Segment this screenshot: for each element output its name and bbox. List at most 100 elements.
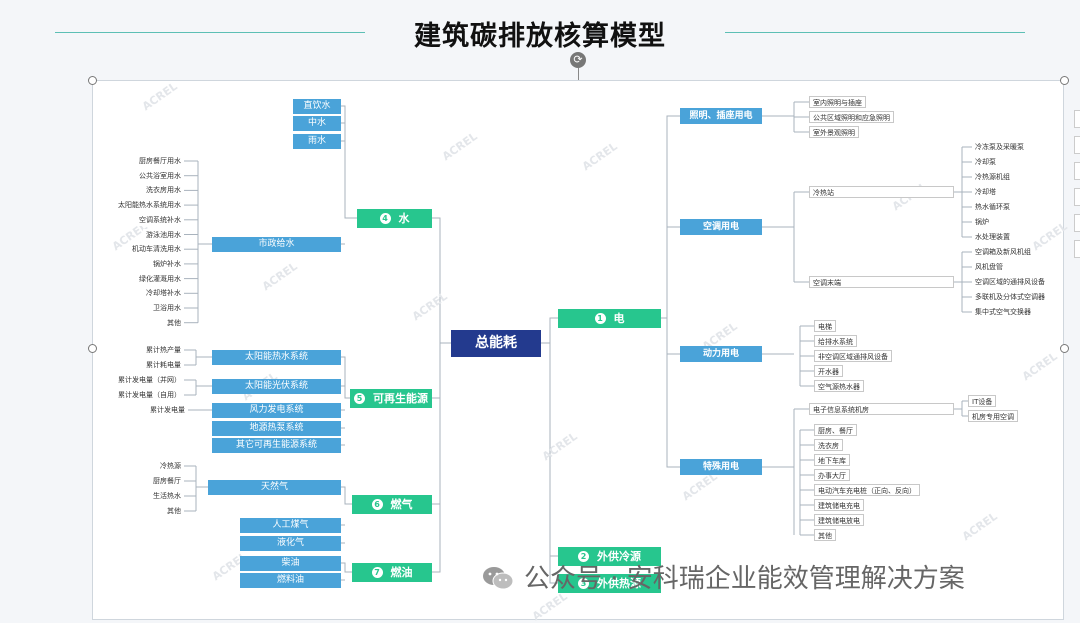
leaf-node[interactable]: 累计发电量（并网） xyxy=(115,374,184,386)
leaf-node[interactable]: 机动车清洗用水 xyxy=(129,243,184,256)
side-tab[interactable] xyxy=(1074,162,1080,180)
leaf-node[interactable]: 卫浴用水 xyxy=(150,302,184,314)
leaf-node[interactable]: 累计发电量 xyxy=(147,404,188,416)
side-tab[interactable] xyxy=(1074,110,1080,128)
leaf-node[interactable]: 公共浴室用水 xyxy=(136,169,184,182)
leaf-node[interactable]: 其他 xyxy=(814,529,836,541)
leaf-node[interactable]: 冷热源 xyxy=(157,460,184,472)
natural-gas-node[interactable]: 天然气 xyxy=(208,480,341,495)
connector xyxy=(341,105,357,219)
leaf-node[interactable]: 给排水系统 xyxy=(814,335,857,347)
leaf-node[interactable]: 多联机及分体式空调器 xyxy=(972,291,1048,303)
branch-gas-label: 燃气 xyxy=(390,498,413,511)
leaf-node[interactable]: 洗衣房用水 xyxy=(143,184,184,197)
leaf-node[interactable]: 空气源热水器 xyxy=(814,380,864,392)
ac-terminal-node[interactable]: 空调末端 xyxy=(809,276,954,288)
leaf-node[interactable]: 锅炉补水 xyxy=(150,257,184,270)
leaf-node[interactable]: 空调系统补水 xyxy=(136,213,184,226)
leaf-node[interactable]: 风机盘管 xyxy=(972,261,1006,273)
leaf-node[interactable]: 厨房餐厅用水 xyxy=(136,155,184,167)
leaf-node[interactable]: 电动汽车充电桩（正向、反向） xyxy=(814,484,920,496)
ground-source-node[interactable]: 地源热泵系统 xyxy=(212,421,341,436)
leaf-node[interactable]: 冷却泵 xyxy=(972,156,999,168)
leaf-node[interactable]: 累计热产量 xyxy=(143,344,184,356)
lighting-node[interactable]: 照明、插座用电 xyxy=(680,108,762,124)
solar-pv-node[interactable]: 太阳能光伏系统 xyxy=(212,379,341,394)
special-node[interactable]: 特殊用电 xyxy=(680,459,762,475)
it-room-node[interactable]: 电子信息系统机房 xyxy=(809,403,954,415)
leaf-node[interactable]: 机房专用空调 xyxy=(968,410,1018,422)
leaf-node[interactable]: 办事大厅 xyxy=(814,469,850,481)
leaf-node[interactable]: IT设备 xyxy=(968,395,997,407)
leaf-node[interactable]: 累计耗电量 xyxy=(143,359,184,371)
side-tab[interactable] xyxy=(1074,136,1080,154)
leaf-node[interactable]: 厨房餐厅 xyxy=(150,475,184,487)
power-node[interactable]: 动力用电 xyxy=(680,346,762,362)
leaf-node[interactable]: 空调区域的通排风设备 xyxy=(972,276,1048,288)
connector xyxy=(432,217,451,344)
leaf-node[interactable]: 空调箱及新风机组 xyxy=(972,246,1034,258)
side-tab[interactable] xyxy=(1074,214,1080,232)
leaf-node[interactable]: 洗衣房 xyxy=(814,439,843,451)
leaf-node[interactable]: 非空调区域通排风设备 xyxy=(814,350,892,362)
solar-hot-water-node[interactable]: 太阳能热水系统 xyxy=(212,350,341,365)
leaf-node[interactable]: 冷却塔补水 xyxy=(143,287,184,300)
water-source-node[interactable]: 中水 xyxy=(293,116,341,131)
cold-station-node[interactable]: 冷热站 xyxy=(809,186,954,198)
root-node[interactable]: 总能耗 xyxy=(451,330,541,357)
leaf-node[interactable]: 游泳池用水 xyxy=(143,228,184,241)
leaf-node[interactable]: 其他 xyxy=(164,316,184,329)
leaf-node[interactable]: 其他 xyxy=(164,505,184,517)
connector xyxy=(549,343,558,584)
leaf-node[interactable]: 冷却塔 xyxy=(972,186,999,198)
leaf-node[interactable]: 地下车库 xyxy=(814,454,850,466)
leaf-node[interactable]: 电梯 xyxy=(814,320,836,332)
oil-type-node[interactable]: 燃料油 xyxy=(240,573,341,588)
water-source-node[interactable]: 雨水 xyxy=(293,134,341,149)
resize-handle-tr[interactable] xyxy=(1060,76,1069,85)
leaf-node[interactable]: 锅炉 xyxy=(972,216,992,228)
leaf-node[interactable]: 厨房、餐厅 xyxy=(814,424,857,436)
wind-power-node[interactable]: 风力发电系统 xyxy=(212,403,341,418)
municipal-water-node[interactable]: 市政给水 xyxy=(212,237,341,252)
branch-oil-number: 7 xyxy=(371,567,383,578)
side-tab[interactable] xyxy=(1074,188,1080,206)
branch-renewable-number: 5 xyxy=(354,393,365,404)
leaf-node[interactable]: 开水器 xyxy=(814,365,843,377)
leaf-node[interactable]: 室外景观照明 xyxy=(809,126,859,138)
leaf-node[interactable]: 绿化灌溉用水 xyxy=(136,272,184,285)
leaf-node[interactable]: 水处理装置 xyxy=(972,231,1013,243)
other-renewable-node[interactable]: 其它可再生能源系统 xyxy=(212,438,341,453)
branch-external-heating-label: 外供热源 xyxy=(597,577,641,590)
leaf-node[interactable]: 建筑储电放电 xyxy=(814,514,864,526)
lpg-node[interactable]: 液化气 xyxy=(240,536,341,551)
hvac-node[interactable]: 空调用电 xyxy=(680,219,762,235)
artificial-gas-node[interactable]: 人工煤气 xyxy=(240,518,341,533)
leaf-node[interactable]: 公共区域照明和应急照明 xyxy=(809,111,894,123)
leaf-node[interactable]: 冷冻泵及采暖泵 xyxy=(972,141,1027,153)
water-source-node[interactable]: 直饮水 xyxy=(293,99,341,114)
resize-handle-tl[interactable] xyxy=(88,76,97,85)
connector xyxy=(341,562,352,573)
connector xyxy=(541,317,558,344)
oil-type-node[interactable]: 柴油 xyxy=(240,556,341,571)
leaf-node[interactable]: 室内照明与插座 xyxy=(809,96,866,108)
resize-handle-ml[interactable] xyxy=(88,344,97,353)
leaf-node[interactable]: 冷热源机组 xyxy=(972,171,1013,183)
resize-handle-mr[interactable] xyxy=(1060,344,1069,353)
leaf-node[interactable]: 建筑储电充电 xyxy=(814,499,864,511)
rotate-handle-icon[interactable]: ⟳ xyxy=(570,52,586,68)
leaf-node[interactable]: 集中式空气交换器 xyxy=(972,306,1034,318)
leaf-node[interactable]: 热水循环泵 xyxy=(972,201,1013,213)
side-tab[interactable] xyxy=(1074,240,1080,258)
leaf-node[interactable]: 累计发电量（自用） xyxy=(115,389,184,401)
leaf-node[interactable]: 太阳能热水系统用水 xyxy=(115,199,184,212)
leaf-node[interactable]: 生活热水 xyxy=(150,490,184,502)
